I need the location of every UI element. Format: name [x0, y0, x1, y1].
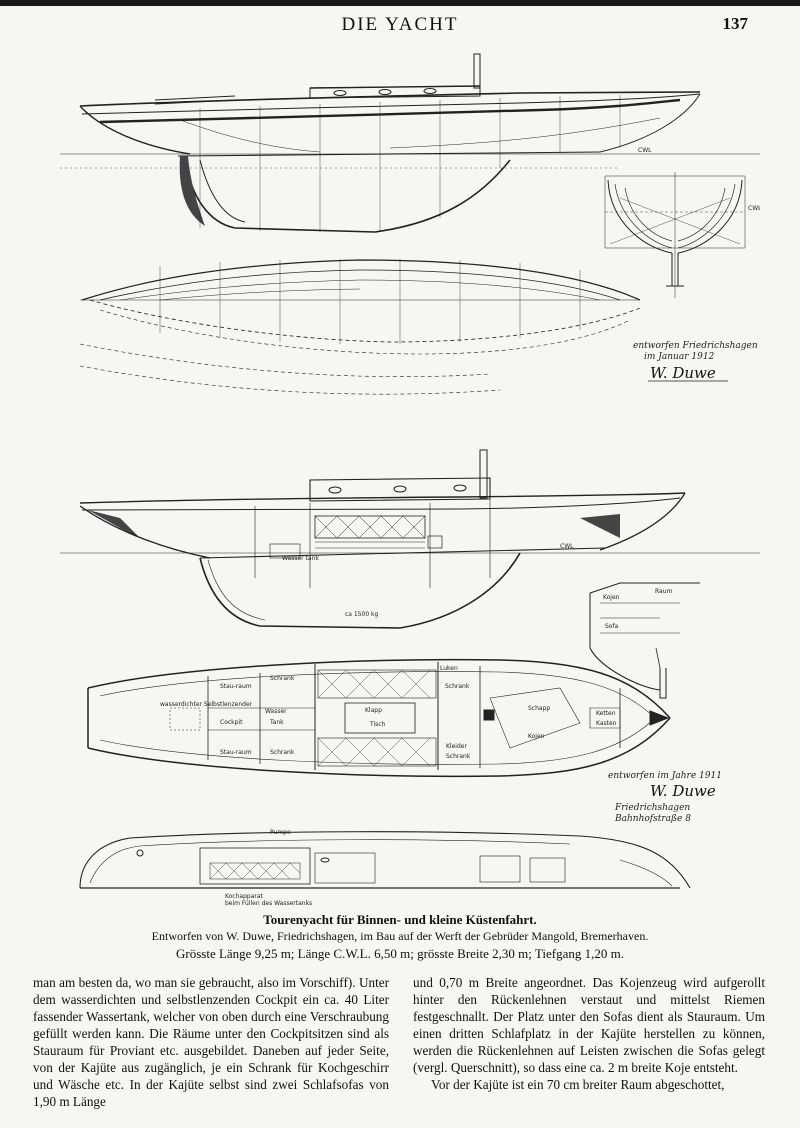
svg-text:Tank: Tank — [269, 719, 284, 726]
svg-text:Luken: Luken — [440, 665, 458, 672]
svg-text:Bahnhofstraße 8: Bahnhofstraße 8 — [614, 814, 691, 824]
svg-text:Klapp: Klapp — [365, 707, 382, 714]
journal-title: DIE YACHT — [341, 14, 459, 35]
svg-text:Kojen: Kojen — [528, 733, 545, 740]
svg-text:Schrank: Schrank — [270, 675, 295, 682]
body-column-right: und 0,70 m Breite angeordnet. Das Kojenz… — [413, 974, 765, 1093]
plans-drawing: CWL CWL — [60, 53, 762, 907]
figure-caption-title: Tourenyacht für Binnen- und kleine Küste… — [263, 912, 537, 927]
svg-text:Schrank: Schrank — [445, 683, 470, 690]
svg-text:entworfen Friedrichshagen: entworfen Friedrichshagen — [633, 341, 758, 351]
svg-text:im Januar 1912: im Januar 1912 — [644, 352, 715, 362]
svg-text:Ketten: Ketten — [596, 710, 616, 717]
right-paragraph-2: Vor der Kajüte ist ein 70 cm breiter Rau… — [431, 1077, 725, 1092]
cwl-label-3: CWL — [560, 543, 574, 550]
svg-text:Friedrichshagen: Friedrichshagen — [614, 803, 690, 813]
svg-text:Cockpit: Cockpit — [220, 719, 243, 726]
construction-profile: ca 1500 kg Wasser tank CWL — [60, 449, 760, 629]
scan-edge — [0, 0, 800, 6]
lines-signature: W. Duwe — [650, 364, 716, 382]
pumps-label: Pumpe — [270, 829, 291, 836]
svg-text:wasserdichter Selbstlenzender: wasserdichter Selbstlenzender — [160, 701, 253, 708]
svg-text:Kasten: Kasten — [596, 720, 617, 727]
construction-annotation: entworfen im Jahre 1911 W. Duwe Friedric… — [608, 771, 722, 824]
left-paragraph: man am besten da, wo man sie gebraucht, … — [33, 975, 389, 1109]
construction-signature: W. Duwe — [650, 782, 716, 800]
svg-text:Wasser: Wasser — [265, 708, 287, 715]
lines-body-plan: CWL — [604, 172, 762, 298]
svg-text:Sofa: Sofa — [605, 623, 619, 630]
svg-text:Kojen: Kojen — [603, 594, 620, 601]
svg-text:beim Füllen des Wassertanks: beim Füllen des Wassertanks — [225, 900, 312, 907]
inboard-profile: Pumpe Kochapparat beim Füllen des Wasser… — [79, 829, 691, 907]
yacht-plans-figure: CWL CWL — [60, 48, 762, 908]
body-column-left: man am besten da, wo man sie gebraucht, … — [33, 974, 389, 1110]
water-tank-label: Wasser tank — [282, 555, 319, 562]
lead-keel-label: ca 1500 kg — [345, 611, 379, 618]
figure-caption-dimensions: Grösste Länge 9,25 m; Länge C.W.L. 6,50 … — [176, 946, 624, 961]
figure-caption-credit: Entworfen von W. Duwe, Friedrichshagen, … — [151, 929, 649, 943]
right-paragraph-1: und 0,70 m Breite angeordnet. Das Kojenz… — [413, 975, 765, 1075]
svg-text:Schrank: Schrank — [446, 753, 471, 760]
svg-text:Kochapparat: Kochapparat — [225, 893, 264, 900]
lines-annotation: entworfen Friedrichshagen im Januar 1912… — [633, 341, 758, 382]
svg-text:Tisch: Tisch — [369, 721, 386, 728]
svg-text:Schapp: Schapp — [528, 705, 550, 712]
svg-text:Stau-raum: Stau-raum — [220, 749, 252, 756]
svg-text:Kleider: Kleider — [446, 743, 467, 750]
page-number: 137 — [722, 14, 749, 33]
svg-text:Raum: Raum — [655, 588, 673, 595]
running-header: DIE YACHT 137 — [0, 14, 800, 38]
construction-section: Kojen Sofa Raum — [589, 582, 700, 699]
cwl-label-2: CWL — [748, 205, 760, 212]
svg-text:entworfen im Jahre 1911: entworfen im Jahre 1911 — [608, 771, 722, 781]
svg-text:Schrank: Schrank — [270, 749, 295, 756]
lines-half-breadth — [79, 259, 641, 395]
lines-profile: CWL — [60, 53, 760, 233]
accommodation-plan: Stau-raum Schrank Wasser Tank Cockpit Kl… — [87, 658, 671, 778]
svg-text:Stau-raum: Stau-raum — [220, 683, 252, 690]
cwl-label-1: CWL — [638, 147, 652, 154]
